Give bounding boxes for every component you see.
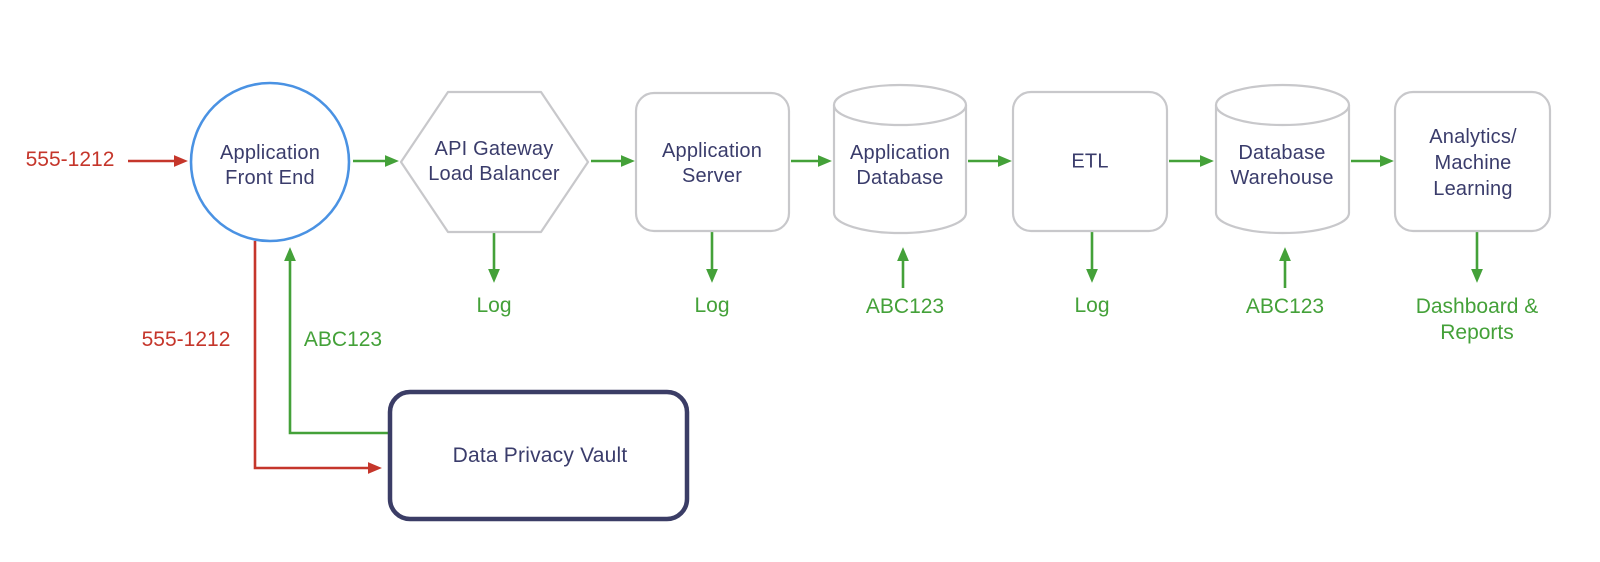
db-warehouse-label: Database Warehouse [1230, 142, 1334, 189]
token-warehouse-label: ABC123 [1245, 295, 1325, 318]
node-api-gateway-load-balancer [399, 90, 590, 234]
arrow-vault-to-frontend [284, 247, 390, 435]
front-end-label: Application Front End [219, 142, 321, 189]
app-database-label: Application Database [849, 142, 951, 189]
node-application-database-body [832, 105, 968, 235]
arrow-frontend-to-vault [253, 241, 382, 474]
node-database-warehouse-body [1214, 105, 1351, 235]
dashboard-reports-label: Dashboard & Reports [1415, 295, 1539, 344]
node-application-front-end [189, 81, 351, 243]
token-database-label: ABC123 [865, 295, 945, 318]
node-data-privacy-vault [387, 389, 690, 522]
node-analytics-machine-learning [1393, 90, 1552, 233]
node-application-database-top [832, 83, 968, 127]
log-etl-label: Log [1074, 294, 1110, 317]
node-etl [1011, 90, 1169, 233]
node-application-server [634, 91, 791, 233]
api-gateway-label: API Gateway Load Balancer [428, 138, 560, 185]
log-gateway-label: Log [476, 294, 512, 317]
vault-out-token-label: ABC123 [303, 328, 383, 351]
input-phone-label: 555-1212 [25, 148, 115, 171]
app-server-label: Application Server [661, 140, 763, 187]
log-server-label: Log [694, 294, 730, 317]
data-privacy-vault-label: Data Privacy Vault [452, 444, 628, 467]
vault-in-phone-label: 555-1212 [141, 328, 231, 351]
etl-label: ETL [1071, 150, 1109, 173]
node-database-warehouse-top [1214, 83, 1351, 127]
analytics-label: Analytics/ Machine Learning [1429, 126, 1517, 200]
